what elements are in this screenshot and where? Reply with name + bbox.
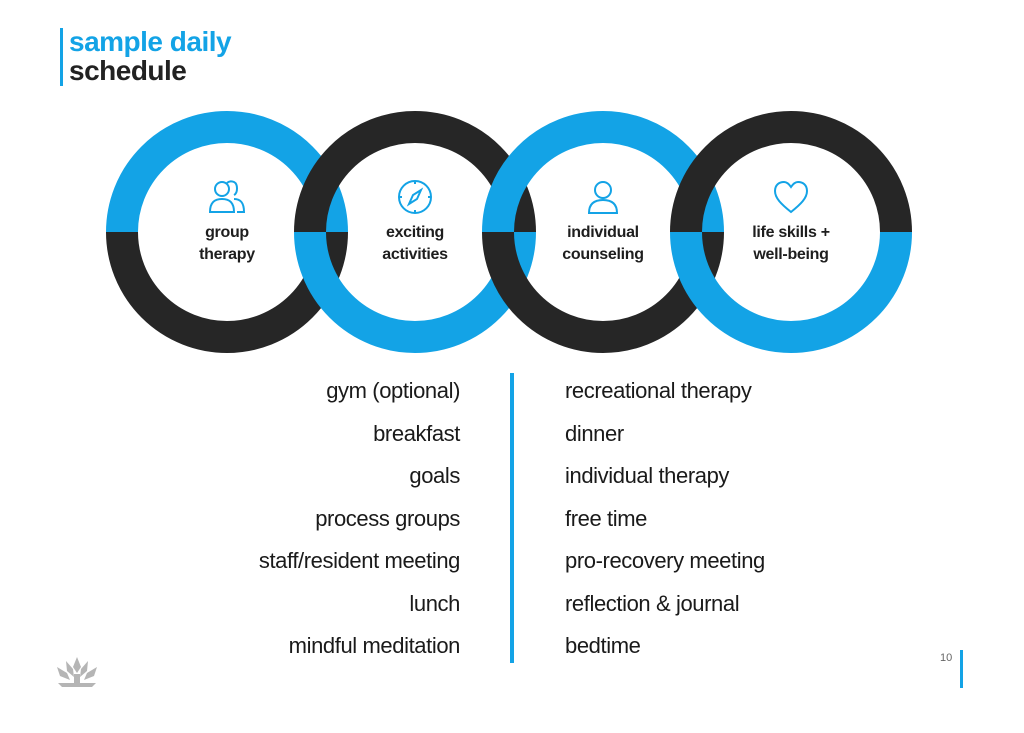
schedule-item: staff/resident meeting — [258, 548, 461, 573]
schedule-item: individual therapy — [565, 463, 730, 488]
schedule-item: free time — [565, 505, 647, 531]
ring-content-4: life skills + well-being — [716, 178, 866, 266]
schedule-item: mindful meditation — [288, 633, 461, 658]
heart-icon — [773, 180, 809, 214]
title-line-2: schedule — [69, 55, 187, 86]
group-icon — [208, 180, 246, 213]
schedule-right-list: recreational therapy dinner individual t… — [565, 370, 765, 668]
ring-content-3: individual counseling — [528, 178, 678, 266]
schedule-item: dinner — [565, 420, 624, 446]
schedule-divider — [510, 373, 514, 663]
schedule-item: breakfast — [373, 420, 460, 446]
person-icon — [587, 181, 619, 214]
ring-label-line-1: exciting — [385, 224, 445, 241]
page-title: sample daily schedule — [60, 26, 232, 86]
lotus-logo-icon — [57, 657, 97, 687]
title-line-1: sample daily — [69, 26, 232, 57]
ring-content-1: group therapy — [152, 178, 302, 266]
ring-label-line-1: life skills + — [752, 224, 830, 241]
page-number: 10 — [940, 652, 953, 664]
ring-label-line-2: counseling — [562, 246, 644, 263]
schedule-item: reflection & journal — [565, 590, 740, 616]
compass-icon — [398, 180, 432, 214]
schedule-item: lunch — [409, 590, 460, 616]
ring-label-line-2: well-being — [753, 246, 829, 263]
ring-label-line-2: therapy — [199, 246, 255, 263]
ring-label-line-2: activities — [382, 246, 448, 263]
ring-4-top-arc — [670, 111, 912, 233]
ring-label-line-1: group — [205, 224, 249, 241]
schedule-item: gym (optional) — [326, 378, 460, 403]
schedule-item: goals — [409, 463, 460, 488]
ring-life-skills — [670, 111, 912, 353]
page-number-bar — [960, 650, 963, 688]
schedule-item: bedtime — [565, 633, 641, 658]
schedule-item: process groups — [315, 505, 460, 531]
schedule-item: recreational therapy — [565, 378, 752, 403]
ring-content-2: exciting activities — [340, 178, 490, 266]
schedule-left-list: gym (optional) breakfast goals process g… — [258, 370, 461, 668]
ring-chain — [106, 111, 912, 353]
schedule-item: pro-recovery meeting — [565, 548, 765, 573]
ring-label-line-1: individual — [567, 224, 639, 241]
ring-4-bottom-arc — [670, 231, 912, 353]
